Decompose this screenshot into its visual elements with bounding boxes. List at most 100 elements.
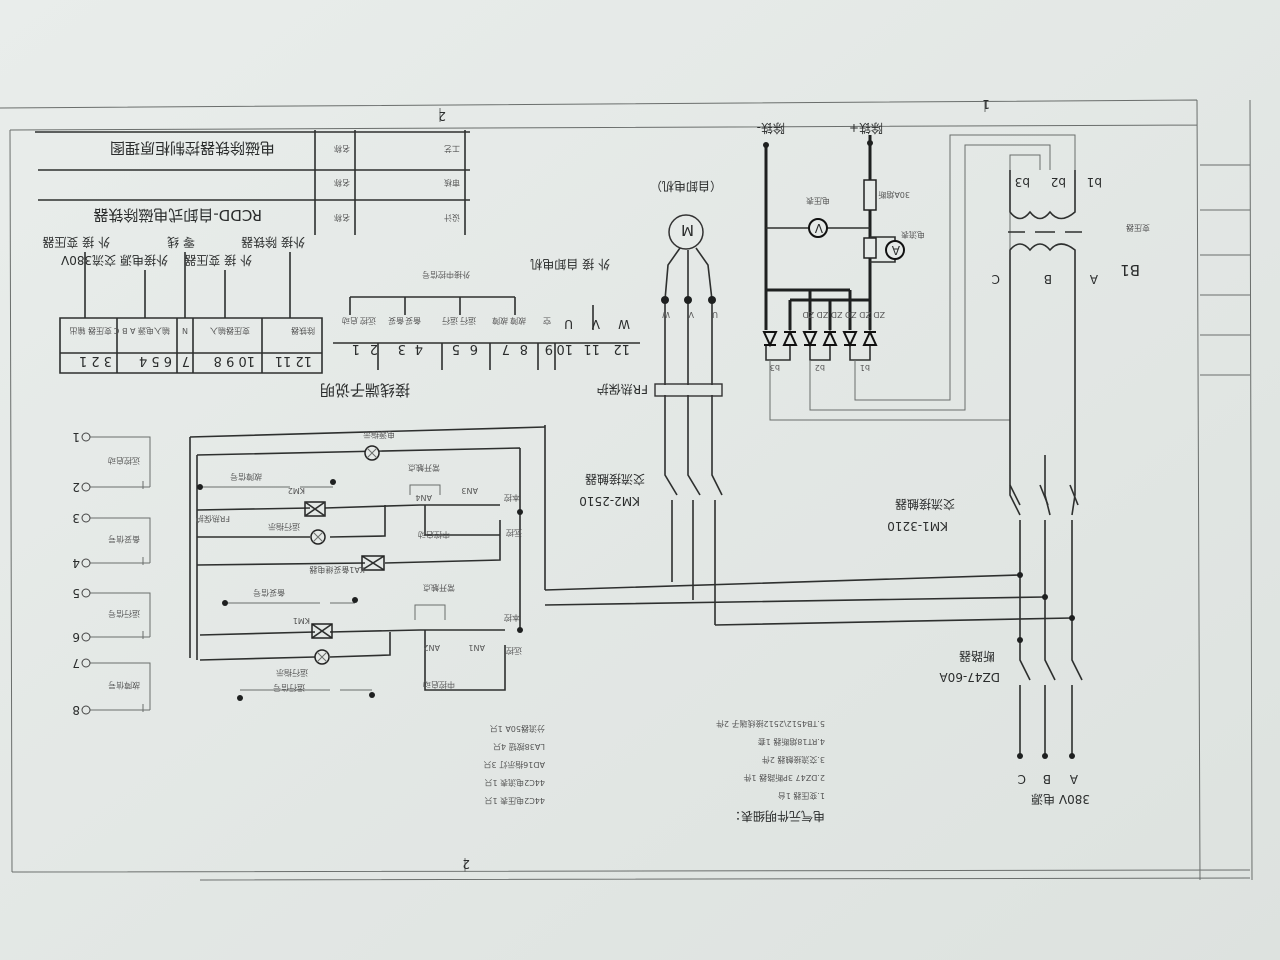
local-label: 本控 (504, 613, 520, 623)
voltmeter-icon: V (808, 218, 828, 238)
terminal-number: 6 (470, 341, 478, 356)
drawing-frame (0, 99, 1253, 881)
terminal-number: 11 (583, 341, 600, 356)
km2-type: 交流接触器 (585, 472, 645, 487)
remote-label: 远控 (506, 528, 522, 538)
external-terminal-label: 故障信号 (108, 681, 140, 691)
terminal-label: 运行 (442, 316, 458, 326)
zone-mark-2: 2 (438, 109, 446, 123)
parts-list-item: 2.DZ47 3P断路器 1件 (743, 773, 825, 783)
relay-label: KA1备妥继电器 (309, 565, 365, 575)
terminal-number: 1 (352, 341, 360, 356)
terminal-screw-icon (81, 588, 91, 598)
external-terminal-bracket (90, 592, 151, 639)
label-ext-transformer-in: 外 接 变压器 (184, 253, 252, 268)
ammeter-symbol: A (891, 243, 900, 257)
terminal-number: 5 (452, 341, 460, 356)
title-block (35, 130, 470, 235)
parts-list-item: AD16指示灯 3只 (484, 760, 545, 770)
transformer-id: B1 (1120, 261, 1140, 279)
terminal-label: 故障 (510, 316, 526, 326)
central-start-label: 中控启动 (423, 680, 455, 690)
central-start-label: 中控启动 (418, 530, 450, 540)
zone-mark-1: 1 (982, 97, 990, 111)
terminal-numbers: 3 2 1 (79, 353, 112, 368)
km1-coil-label: KM1 (293, 616, 310, 625)
terminal-number: 2 (370, 341, 378, 356)
cell-neutral: N (182, 326, 188, 335)
cell-separator: 除铁器 (291, 326, 315, 336)
terminal-label: 备妥 (405, 316, 421, 326)
external-terminal-bracket (90, 517, 151, 565)
junction (1017, 637, 1023, 643)
terminal-number: 12 (613, 341, 630, 356)
supply-terminal-b (1042, 753, 1048, 759)
parts-list-item: 分流器50A 1只 (490, 724, 545, 734)
supply-terminal-a (1069, 753, 1075, 759)
terminal-label: 故障 (492, 316, 508, 326)
thermal-protection-label: FR热保护 (597, 382, 648, 396)
terminal-screw-icon (81, 558, 91, 568)
an4-label: AN4 (415, 493, 432, 502)
b3-terminal-label: b3 (770, 363, 780, 372)
parts-list-item: LA38按钮 4只 (493, 742, 545, 752)
breaker-type: 断路器 (959, 649, 995, 664)
terminal-screw-icon (81, 432, 91, 442)
supply-phase-a: A (1069, 772, 1078, 786)
external-terminal-number: 4 (72, 556, 80, 570)
transformer-icon (1008, 170, 1082, 455)
terminal-screw-icon (81, 658, 91, 668)
run-lamp-label: 运行指示 (276, 668, 308, 678)
ammeter-icon: A (885, 240, 905, 260)
terminal-number: 7 (502, 341, 510, 356)
transformer-phase-b: B (1044, 272, 1052, 286)
signal-terminal (352, 597, 358, 603)
external-terminal-bracket (90, 436, 151, 489)
terminal-label: V (591, 317, 600, 331)
terminal-heading: 接线端子说明 (320, 381, 410, 399)
ammeter-label: 电流表 (901, 230, 925, 240)
power-lamp-label: 电源指示 (363, 430, 395, 440)
diode-icon (842, 331, 858, 348)
terminal-label: 启动 (342, 316, 358, 326)
fr-signal-label: FR热保护 (196, 514, 230, 524)
voltmeter-symbol: V (814, 221, 823, 235)
diode-icon (802, 331, 818, 348)
b2-terminal-label: b2 (815, 363, 825, 372)
an2-label: AN2 (423, 643, 440, 652)
secondary-b1: b1 (1087, 175, 1102, 189)
voltmeter-label: 电压表 (806, 196, 830, 206)
an1-label: AN1 (468, 643, 485, 652)
external-terminal-bracket (90, 662, 151, 712)
motor-terminal (708, 296, 716, 304)
diode-icon (862, 329, 878, 346)
terminal-screw-icon (81, 513, 91, 523)
junction (1069, 615, 1075, 621)
run-signal-label: 运行信号 (273, 683, 305, 693)
separator-plus-label: 除铁+ (849, 121, 883, 136)
separator-minus-label: 除铁- (757, 121, 785, 136)
motor-terminal (684, 296, 692, 304)
terminal-number: 4 (415, 341, 423, 356)
diode-icon (782, 329, 798, 346)
supply-phase-c: C (1018, 772, 1026, 786)
external-terminal-number: 1 (72, 430, 80, 444)
lamp-icon (310, 529, 326, 545)
parts-list-item: 4.RT18熔断器 1套 (758, 737, 825, 747)
remote-label: 远控 (506, 646, 522, 656)
motor-caption: （自卸电机） (650, 179, 722, 194)
junction (1042, 594, 1048, 600)
craft-label: 工艺 (444, 144, 460, 153)
label-ext-power: 外接电源 交流380V (60, 253, 168, 268)
external-terminal-number: 5 (72, 586, 80, 600)
design-label: 设计 (444, 213, 460, 223)
supply-label: 380V 电源 (1031, 792, 1090, 806)
product-name: RCDD-自卸式电磁除铁器 (93, 206, 262, 224)
terminal-label: 运行 (460, 316, 476, 326)
normally-open-label: 常开触点 (423, 583, 455, 593)
parts-list-item: 5.TB4512\2512接线端子 2件 (716, 719, 825, 729)
external-terminal-number: 6 (72, 630, 80, 644)
km2-coil-label: KM2 (288, 486, 305, 495)
external-terminal-label: 远控启动 (108, 456, 140, 466)
